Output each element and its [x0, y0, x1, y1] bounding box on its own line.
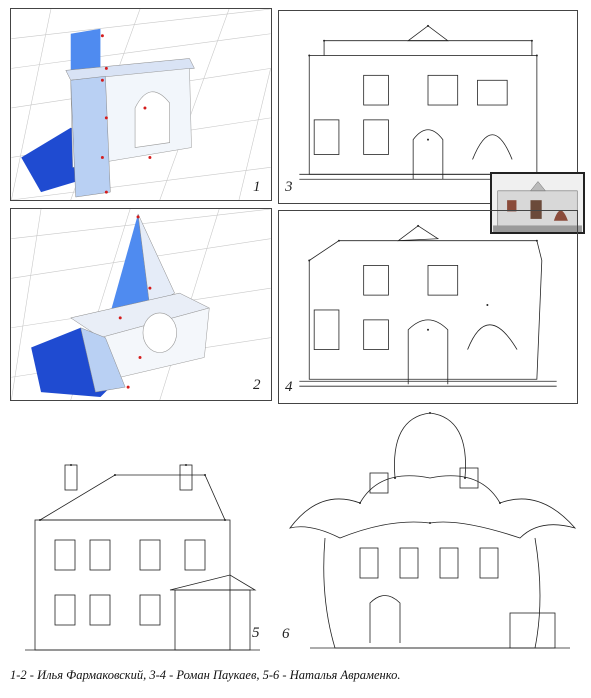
panel-1-arch-model: 1 — [10, 8, 272, 201]
building-6-drawing — [289, 412, 577, 649]
panel-4-facade-drawing: 4 — [278, 210, 578, 404]
facade-4-drawing — [299, 224, 557, 387]
panel-6-organic-building-drawing: 6 — [280, 408, 580, 656]
arch-model-drawing — [11, 9, 271, 200]
panel-3-facade-drawing: 3 — [278, 10, 578, 204]
panel-number: 1 — [253, 179, 261, 195]
panel-5-house-drawing: 5 — [15, 455, 275, 655]
panel-number: 5 — [252, 625, 260, 641]
inset-building-photo — [490, 172, 585, 234]
obelisk-model-drawing — [11, 209, 271, 400]
inset-photo-image — [493, 181, 582, 232]
panel-number: 4 — [285, 379, 293, 395]
panel-number: 3 — [285, 179, 293, 195]
house-5-drawing — [25, 464, 260, 651]
figure-caption: 1-2 - Илья Фармаковский, 3-4 - Роман Пау… — [10, 668, 401, 682]
panel-number: 2 — [253, 377, 261, 393]
panel-2-obelisk-model: 2 — [10, 208, 272, 401]
panel-number: 6 — [282, 626, 290, 642]
